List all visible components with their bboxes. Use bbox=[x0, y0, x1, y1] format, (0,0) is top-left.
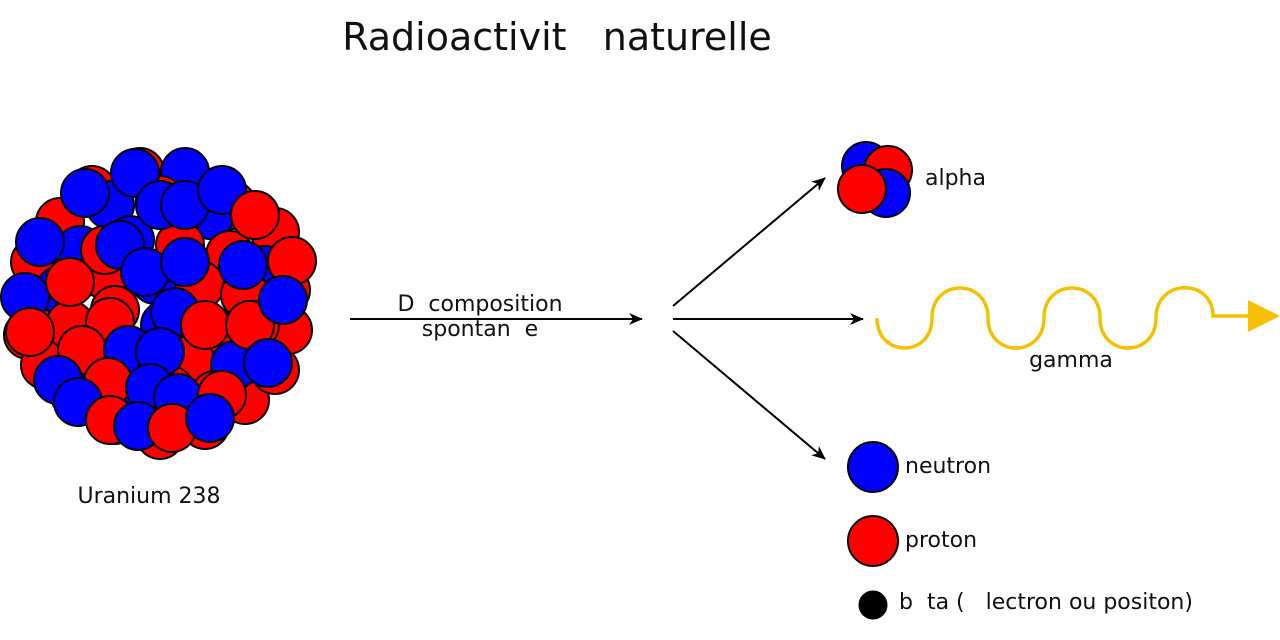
legend-neutron-label: neutron bbox=[905, 454, 991, 479]
nucleus-proton bbox=[5, 307, 55, 357]
nucleus-neutron bbox=[60, 168, 110, 218]
legend: neutron proton b ta ( lectron ou positon… bbox=[847, 441, 1193, 620]
gamma-wave bbox=[875, 286, 1250, 350]
alpha-label: alpha bbox=[925, 166, 986, 191]
nucleus-neutron bbox=[185, 393, 235, 443]
nucleus-neutron bbox=[243, 338, 293, 388]
gamma-label: gamma bbox=[1029, 348, 1113, 373]
nucleus-proton bbox=[45, 257, 95, 307]
nucleus-neutron bbox=[15, 217, 65, 267]
legend-beta-label: b ta ( lectron ou positon) bbox=[899, 590, 1193, 615]
beta-arrow bbox=[672, 330, 826, 460]
uranium-nucleus bbox=[0, 147, 317, 460]
nucleus-proton bbox=[180, 300, 230, 350]
alpha-particle bbox=[837, 141, 913, 218]
decay-label-line1: D composition bbox=[397, 292, 562, 317]
legend-neutron-swatch bbox=[847, 441, 899, 493]
nucleus-label: Uranium 238 bbox=[77, 484, 220, 509]
legend-beta-swatch bbox=[858, 590, 888, 620]
alpha-arrow bbox=[672, 177, 826, 307]
nucleus-proton bbox=[230, 190, 280, 240]
nucleus-neutron bbox=[218, 240, 268, 290]
legend-proton-label: proton bbox=[905, 528, 977, 553]
alpha-proton bbox=[837, 164, 887, 214]
gamma-ray bbox=[875, 286, 1280, 350]
diagram-title: Radioactivit naturelle bbox=[342, 15, 772, 59]
nucleus-neutron bbox=[160, 237, 210, 287]
gamma-arrowhead bbox=[1248, 300, 1280, 332]
decay-label-line2: spontan e bbox=[422, 317, 538, 342]
legend-proton-swatch bbox=[847, 515, 899, 567]
nucleus-neutron bbox=[258, 275, 308, 325]
